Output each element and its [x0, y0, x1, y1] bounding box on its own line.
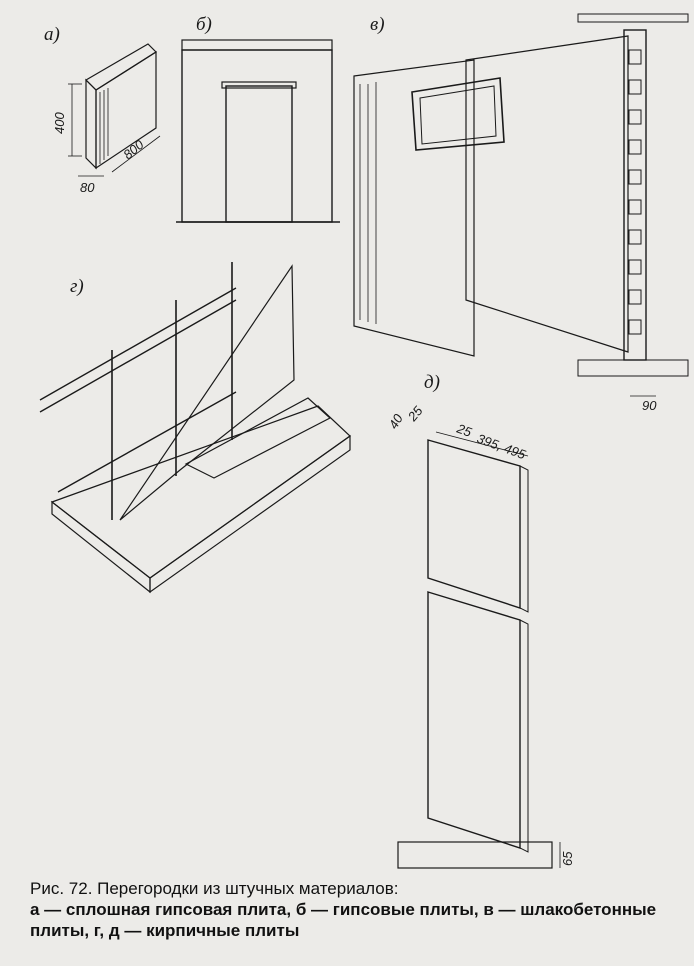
label-a: а) — [44, 24, 60, 45]
figure-caption: Рис. 72. Перегородки из штучных материал… — [30, 878, 680, 941]
caption-title: Рис. 72. Перегородки из штучных материал… — [30, 879, 399, 898]
label-d: д) — [424, 372, 440, 393]
wall-v-drawing: в) 90 — [353, 13, 689, 413]
label-v: в) — [370, 14, 385, 35]
caption-body: а — сплошная гипсовая плита, б — гипсовы… — [30, 900, 657, 940]
dim-d-range: 395, 495 — [475, 431, 528, 463]
dim-d-40: 40 — [386, 411, 407, 432]
dim-a-width: 80 — [80, 180, 95, 195]
dim-d-65: 65 — [560, 851, 575, 866]
partition-b-drawing: б) — [176, 14, 340, 223]
dim-v-depth: 90 — [642, 398, 657, 413]
dim-d-25b: 25 — [454, 420, 474, 440]
dim-a-length: 800 — [120, 136, 147, 162]
partition-g-drawing: г) — [39, 262, 351, 594]
dim-d-25a: 25 — [404, 403, 426, 425]
label-b: б) — [196, 14, 212, 35]
dim-a-height: 400 — [52, 112, 67, 134]
plates-d-drawing: д) 40 25 25 395, 495 65 — [386, 372, 575, 869]
plate-a-drawing: а) 400 800 80 — [44, 24, 161, 195]
label-g: г) — [70, 276, 84, 297]
